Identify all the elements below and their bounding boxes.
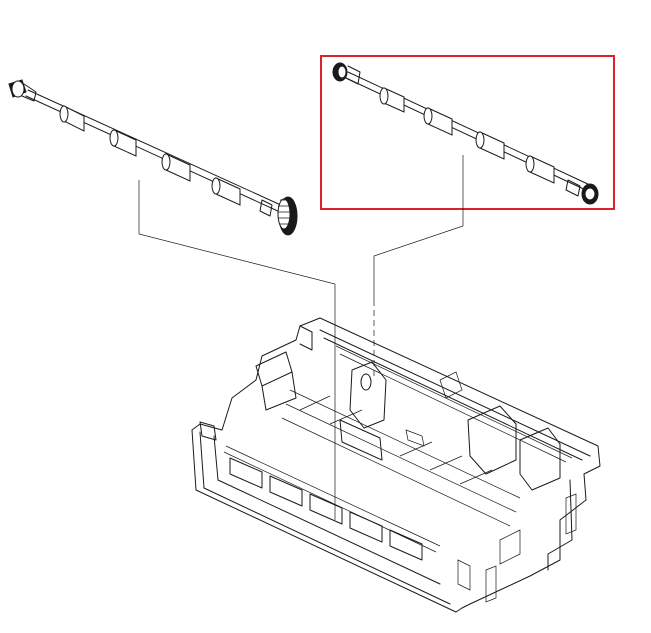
left-roller-shaft — [8, 79, 298, 236]
leader-lines — [138, 155, 464, 520]
lower-frame-assembly — [191, 317, 601, 613]
right-roller-shaft — [320, 55, 615, 210]
highlight-box — [320, 55, 615, 210]
